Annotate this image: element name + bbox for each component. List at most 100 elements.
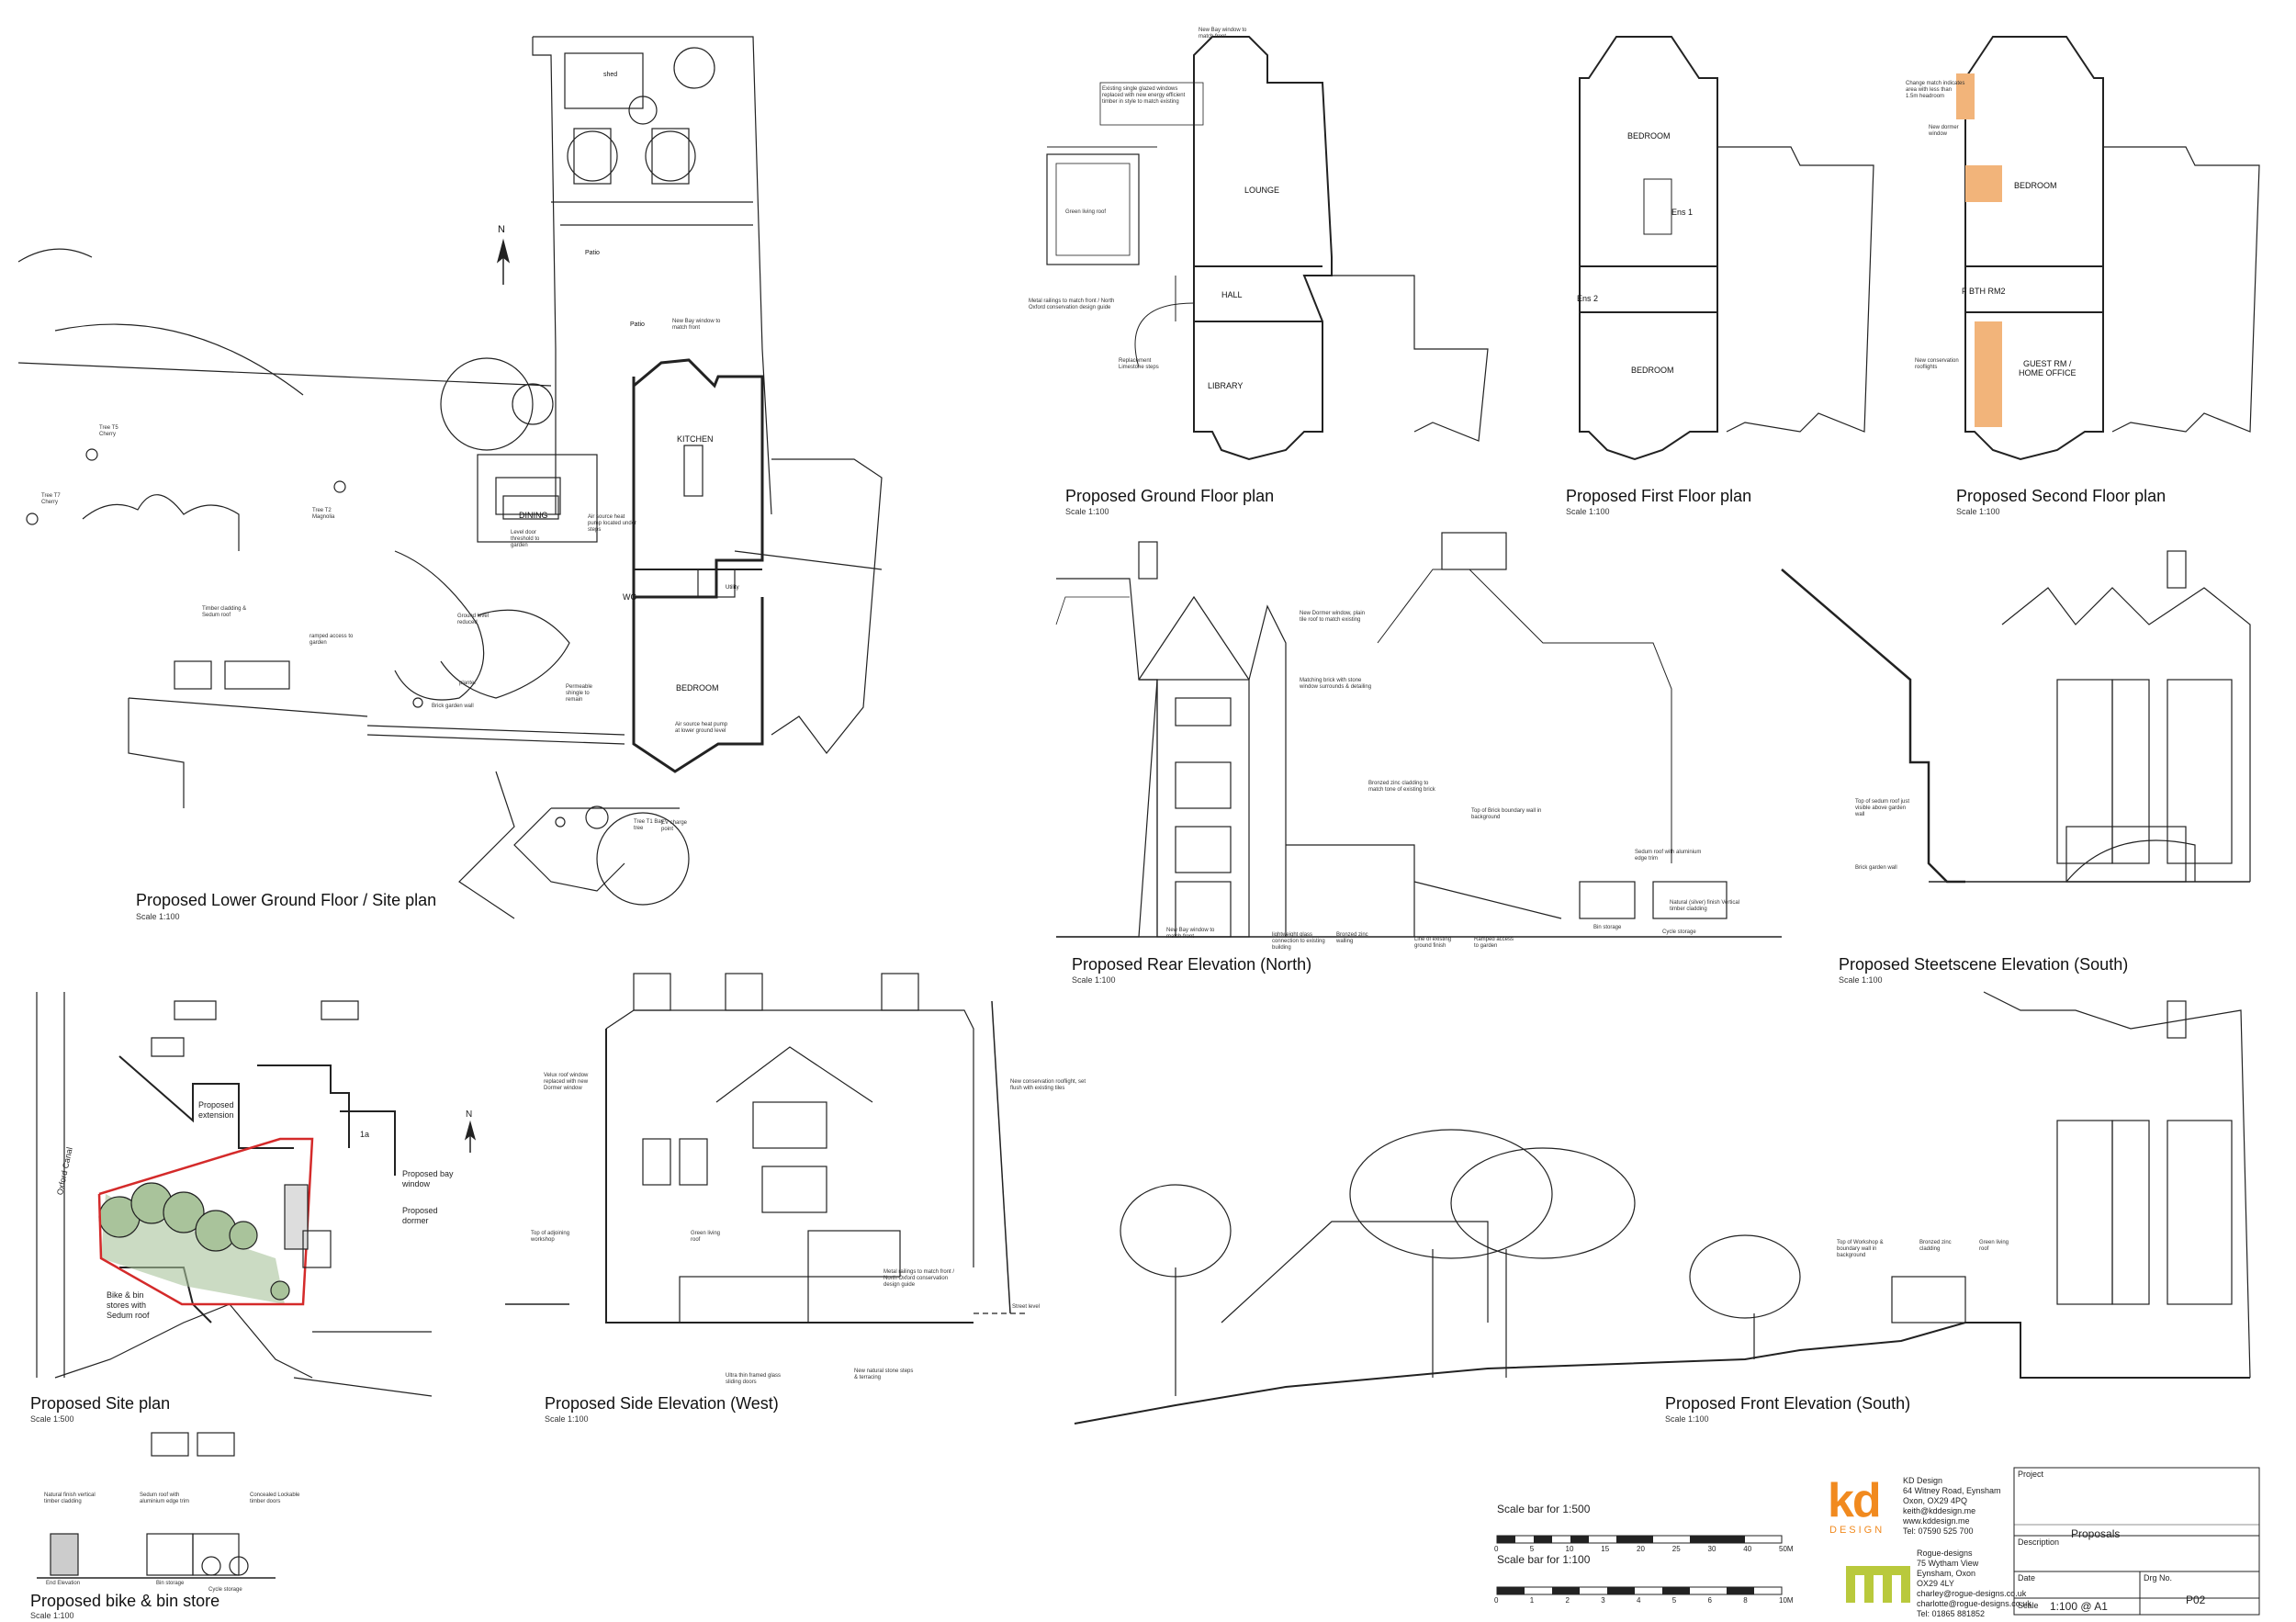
label-extension-1: Proposed	[198, 1100, 234, 1109]
note-bronzed-cladding: Bronzed zinc cladding	[1919, 1240, 1952, 1252]
title-first-floor: Proposed First Floor plan	[1566, 487, 1752, 505]
kd-contact-block: KD Design 64 Witney Road, Eynsham Oxon, …	[1903, 1476, 2001, 1537]
scale-bike-store: Scale 1:100	[30, 1611, 74, 1620]
scale-bar-100-tick-label: 0	[1494, 1596, 1499, 1605]
title-side-elevation: Proposed Side Elevation (West)	[545, 1394, 779, 1413]
note-green-roof: Green living roof	[1065, 209, 1107, 215]
scale-bar-500-tick-label: 30	[1707, 1545, 1716, 1553]
scale-bar-100-tick-label: 6	[1707, 1596, 1712, 1605]
note-conservation-side: New conservation rooflight, set flush wi…	[1010, 1079, 1086, 1091]
room-kitchen: KITCHEN	[677, 434, 714, 444]
scale-second-floor: Scale 1:100	[1956, 507, 2000, 516]
note-cycle-storage: Cycle storage	[1662, 929, 1696, 935]
scale-bars	[1496, 1535, 1783, 1595]
label-plot-1a: 1a	[360, 1130, 370, 1139]
title-site-plan: Proposed Site plan	[30, 1394, 171, 1413]
label-bike-2: stores with	[107, 1301, 147, 1310]
site-north-label: N	[466, 1109, 473, 1120]
room-hall: HALL	[1221, 290, 1243, 299]
note-railings-side: Metal railings to match front / North Ox…	[884, 1269, 955, 1288]
title-ground-floor: Proposed Ground Floor plan	[1065, 487, 1275, 505]
scale-bar-100-tick-label: 5	[1671, 1596, 1677, 1605]
note-natural-timber: Natural (silver) finish Vertical timber …	[1670, 900, 1740, 912]
label-extension-2: extension	[198, 1110, 234, 1120]
kd-logo: kd	[1828, 1474, 1882, 1527]
title-rear-elevation: Proposed Rear Elevation (North)	[1072, 955, 1312, 974]
room-bedroom-f1b: BEDROOM	[1631, 366, 1674, 375]
note-sedum-bike: Sedum roof with aluminium edge trim	[140, 1492, 190, 1504]
note-end-elevation: End Elevation	[46, 1581, 81, 1586]
note-replacement-steps: Replacement Limestone steps	[1119, 358, 1159, 370]
rear-elevation	[1055, 532, 1782, 938]
tb-date-label: Date	[2018, 1573, 2036, 1583]
scale-bar-500-tick-label: 10	[1565, 1545, 1574, 1553]
note-tree-t5: Tree T5 Cherry	[99, 425, 118, 437]
note-existing-windows: Existing single glazed windows replaced …	[1102, 86, 1186, 105]
room-bedroom-f1a: BEDROOM	[1627, 131, 1671, 141]
first-floor-plan	[1579, 36, 1874, 461]
rogue-line: Rogue-designs	[1917, 1549, 1973, 1558]
note-metal-railings: Metal railings to match front / North Ox…	[1029, 298, 1115, 310]
kd-logo-subtitle: DESIGN	[1829, 1525, 1885, 1536]
note-conservation-rooflights: New conservation rooflights	[1915, 358, 1959, 370]
room-dining: DINING	[519, 511, 548, 520]
note-planter: planter	[459, 681, 477, 686]
label-patio-1: Patio	[585, 250, 600, 256]
note-adjoining-workshop: Top of adjoining workshop	[531, 1231, 570, 1243]
rogue-line: Eynsham, Oxon	[1917, 1569, 1976, 1578]
ground-floor-plan	[1046, 36, 1489, 461]
scale-lower-ground: Scale 1:100	[136, 912, 180, 921]
note-tree-t7: Tree T7 Cherry	[41, 493, 61, 505]
kd-line: Oxon, OX29 4PQ	[1903, 1496, 1968, 1505]
note-ramped-access: Ramped access to garden	[1474, 937, 1514, 949]
note-zinc-walling: Bronzed zinc walling	[1336, 932, 1368, 944]
title-second-floor: Proposed Second Floor plan	[1956, 487, 2167, 505]
tb-project-value: Proposals	[2071, 1527, 2121, 1540]
site-plan	[36, 992, 477, 1397]
scale-ground-floor: Scale 1:100	[1065, 507, 1109, 516]
scale-bar-100-tick-label: 1	[1529, 1596, 1535, 1605]
note-green-living-roof-2: Green living roof	[1979, 1240, 2009, 1252]
label-patio-2: Patio	[630, 321, 645, 328]
note-cycle-storage-bike: Cycle storage	[208, 1587, 242, 1593]
tb-drg-no-label: Drg No.	[2144, 1573, 2173, 1583]
kd-line: 64 Witney Road, Eynsham	[1903, 1486, 2001, 1495]
room-family-bathroom: F BTH RM2	[1962, 287, 2006, 296]
scale-bar-100-tick-label: 10M	[1779, 1596, 1794, 1605]
note-ground-level-reduced: Ground level reduced	[457, 614, 490, 625]
tb-description-label: Description	[2018, 1538, 2060, 1547]
room-library: LIBRARY	[1208, 381, 1244, 390]
scale-bar-100-tick-label: 4	[1637, 1596, 1641, 1605]
room-guest-line2: HOME OFFICE	[2019, 368, 2077, 377]
note-ev-charge: EV charge point	[661, 820, 688, 832]
note-bronzed-zinc: Bronzed zinc cladding to match tone of e…	[1368, 781, 1435, 793]
scale-bar-100-tick-label: 3	[1601, 1596, 1605, 1605]
streetscene-elevation	[1781, 550, 2251, 884]
note-brick-garden-wall-site: Brick garden wall	[432, 704, 474, 709]
front-elevation	[1074, 991, 2251, 1425]
note-dormer-rear: New Dormer window, plain tile roof to ma…	[1300, 611, 1366, 623]
scale-bar-500-tick-label: 25	[1671, 1545, 1681, 1553]
note-timber-cladding-site: Timber cladding & Sedum roof	[202, 606, 247, 618]
scale-bar-500-tick-label: 50M	[1779, 1545, 1794, 1553]
scale-bar-500-tick-label: 15	[1601, 1545, 1610, 1553]
room-bedroom-f2: BEDROOM	[2014, 181, 2057, 190]
note-matching-brick: Matching brick with stone window surroun…	[1300, 678, 1372, 690]
title-streetscene: Proposed Steetscene Elevation (South)	[1839, 955, 2129, 974]
scale-site-plan: Scale 1:500	[30, 1414, 74, 1424]
scale-bar-500-tick-label: 5	[1529, 1545, 1535, 1553]
note-sedum-roof: Sedum roof with aluminium edge trim	[1635, 850, 1702, 862]
note-brick-boundary: Top of Brick boundary wall in background	[1471, 808, 1542, 820]
note-timber-cladding-bike: Natural finish vertical timber cladding	[44, 1492, 96, 1504]
scale-bar-100-tick-label: 2	[1565, 1596, 1570, 1605]
north-arrow-label: N	[498, 224, 505, 235]
scale-front-elevation: Scale 1:100	[1665, 1414, 1709, 1424]
scale-bar-100-label: Scale bar for 1:100	[1497, 1553, 1591, 1566]
note-new-bay-gf: New Bay window to match front	[1199, 28, 1247, 39]
tb-project-label: Project	[2018, 1470, 2044, 1479]
rogue-contact-block: Rogue-designs 75 Wytham View Eynsham, Ox…	[1917, 1549, 2032, 1619]
note-change-match: Change match indicates area with less th…	[1906, 81, 1965, 99]
room-ensuite-1: Ens 1	[1671, 208, 1694, 217]
